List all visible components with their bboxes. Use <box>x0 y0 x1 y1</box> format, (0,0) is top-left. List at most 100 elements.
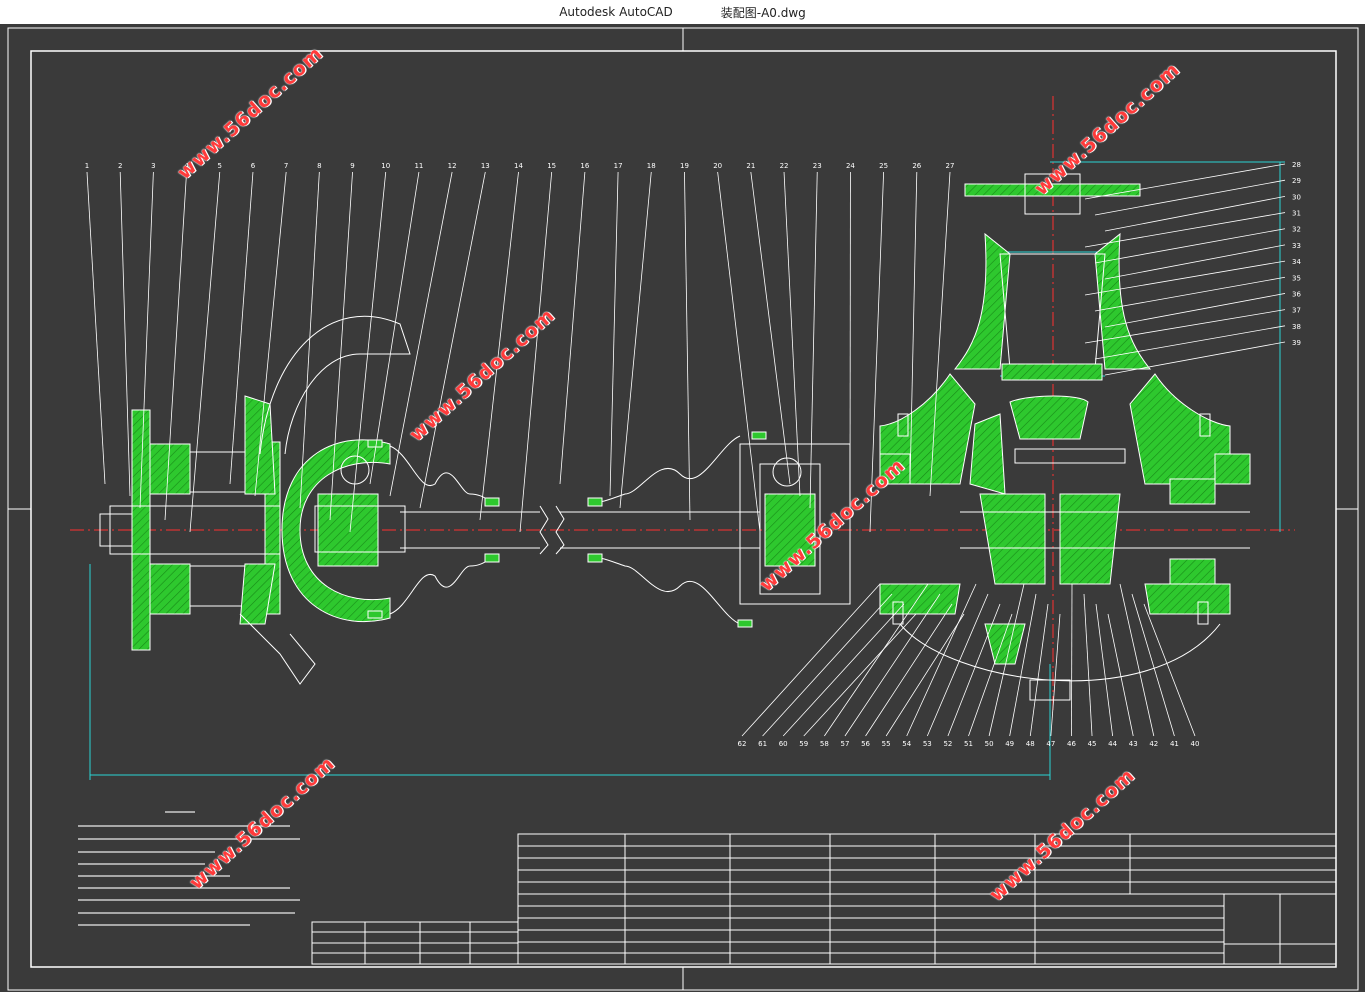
sheet-border <box>7 27 1359 991</box>
callout-leader-top <box>559 171 586 485</box>
callout-label-top: 1 <box>85 162 89 170</box>
callout-leader-bottom <box>926 593 989 737</box>
callout-label-top: 4 <box>184 162 189 170</box>
callout-label-bottom: 59 <box>799 740 808 748</box>
callout-leader-top <box>619 171 652 509</box>
callout-leader-top <box>479 171 519 521</box>
callout-label-top: 12 <box>448 162 457 170</box>
callout-label-bottom: 52 <box>943 740 952 748</box>
callout-leader-top <box>229 171 254 485</box>
callout-leader-top <box>909 171 918 485</box>
callout-leader-bottom <box>762 593 893 737</box>
app-title: Autodesk AutoCAD <box>559 5 673 19</box>
callout-leader-top <box>869 171 885 533</box>
callout-leader-right <box>1104 195 1286 232</box>
callout-label-bottom: 40 <box>1191 740 1200 748</box>
callout-label-top: 25 <box>879 162 888 170</box>
callout-leader-bottom <box>1009 593 1037 737</box>
steering-knuckle <box>239 315 411 685</box>
callout-label-bottom: 61 <box>758 740 767 748</box>
callout-label-top: 15 <box>547 162 556 170</box>
callout-leader-bottom <box>1131 593 1175 737</box>
callout-label-bottom: 50 <box>985 740 994 748</box>
callout-label-bottom: 44 <box>1108 740 1117 748</box>
callout-label-bottom: 41 <box>1170 740 1179 748</box>
cad-drawing[interactable]: 1234567891011121314151617181920212223242… <box>0 24 1365 992</box>
wheel-hub <box>99 395 281 651</box>
title-block <box>311 833 1337 965</box>
callout-label-top: 26 <box>912 162 921 170</box>
callout-leader-bottom <box>988 583 1025 737</box>
callout-leader-right <box>1094 325 1286 360</box>
callout-label-top: 5 <box>218 162 222 170</box>
callout-leader-top <box>254 171 287 497</box>
callout-label-right: 29 <box>1292 177 1301 185</box>
callout-leader-bottom <box>1143 603 1196 737</box>
callout-leader-top <box>189 171 221 533</box>
callout-label-bottom: 55 <box>882 740 891 748</box>
callout-label-top: 19 <box>680 162 689 170</box>
outer-cv-joint <box>281 439 406 623</box>
callout-label-bottom: 49 <box>1005 740 1014 748</box>
callout-label-top: 3 <box>151 162 155 170</box>
callout-label-right: 34 <box>1292 258 1301 266</box>
callout-leader-bottom <box>1107 613 1134 737</box>
callout-leader-top <box>164 171 187 521</box>
window-titlebar: Autodesk AutoCAD 装配图-A0.dwg <box>0 0 1365 24</box>
callout-label-top: 27 <box>946 162 955 170</box>
callout-label-right: 28 <box>1292 161 1301 169</box>
callout-label-bottom: 47 <box>1046 740 1055 748</box>
callout-label-bottom: 46 <box>1067 740 1076 748</box>
callout-leader-right <box>1104 341 1286 376</box>
callout-label-top: 7 <box>284 162 288 170</box>
callout-label-right: 33 <box>1292 242 1301 250</box>
callout-leader-top <box>139 171 154 509</box>
callout-label-top: 24 <box>846 162 855 170</box>
callout-label-bottom: 43 <box>1129 740 1138 748</box>
callout-leader-top <box>119 171 131 497</box>
callout-leader-top <box>750 171 791 485</box>
drive-shaft <box>367 431 767 628</box>
callout-label-bottom: 60 <box>779 740 788 748</box>
callout-leader-top <box>389 171 453 497</box>
callout-label-bottom: 51 <box>964 740 973 748</box>
callout-leader-top <box>684 171 691 521</box>
callout-label-top: 2 <box>118 162 122 170</box>
callout-label-bottom: 53 <box>923 740 932 748</box>
technical-notes <box>78 811 300 926</box>
callout-label-bottom: 48 <box>1026 740 1035 748</box>
callout-leader-bottom <box>803 613 917 737</box>
callout-leader-top <box>609 171 619 497</box>
callout-label-top: 11 <box>414 162 423 170</box>
callout-label-bottom: 54 <box>902 740 911 748</box>
callout-leader-right <box>1094 179 1286 216</box>
callout-label-right: 36 <box>1292 290 1301 298</box>
callout-label-bottom: 62 <box>738 740 747 748</box>
callout-label-top: 9 <box>350 162 354 170</box>
callout-leader-top <box>519 171 553 533</box>
callout-label-right: 39 <box>1292 339 1301 347</box>
callout-label-right: 30 <box>1292 193 1301 201</box>
callout-leader-bottom <box>885 613 965 737</box>
callout-label-top: 18 <box>647 162 656 170</box>
callout-leader-right <box>1094 276 1286 312</box>
callout-leader-bottom <box>824 583 929 737</box>
callout-leader-bottom <box>865 603 953 737</box>
callout-leader-bottom <box>1083 593 1093 737</box>
callout-leader-bottom <box>947 603 1001 737</box>
callout-label-top: 10 <box>381 162 390 170</box>
callout-label-bottom: 56 <box>861 740 870 748</box>
callout-leader-top <box>329 171 353 521</box>
callout-label-top: 13 <box>481 162 490 170</box>
callout-label-bottom: 45 <box>1088 740 1097 748</box>
callout-leader-right <box>1084 212 1286 248</box>
callout-label-right: 35 <box>1292 274 1301 282</box>
callout-leader-right <box>1084 163 1286 200</box>
callout-label-bottom: 57 <box>840 740 849 748</box>
callout-label-right: 32 <box>1292 226 1301 234</box>
callout-leader-right <box>1104 244 1286 280</box>
callout-label-top: 8 <box>317 162 321 170</box>
differential-housing <box>879 173 1251 701</box>
